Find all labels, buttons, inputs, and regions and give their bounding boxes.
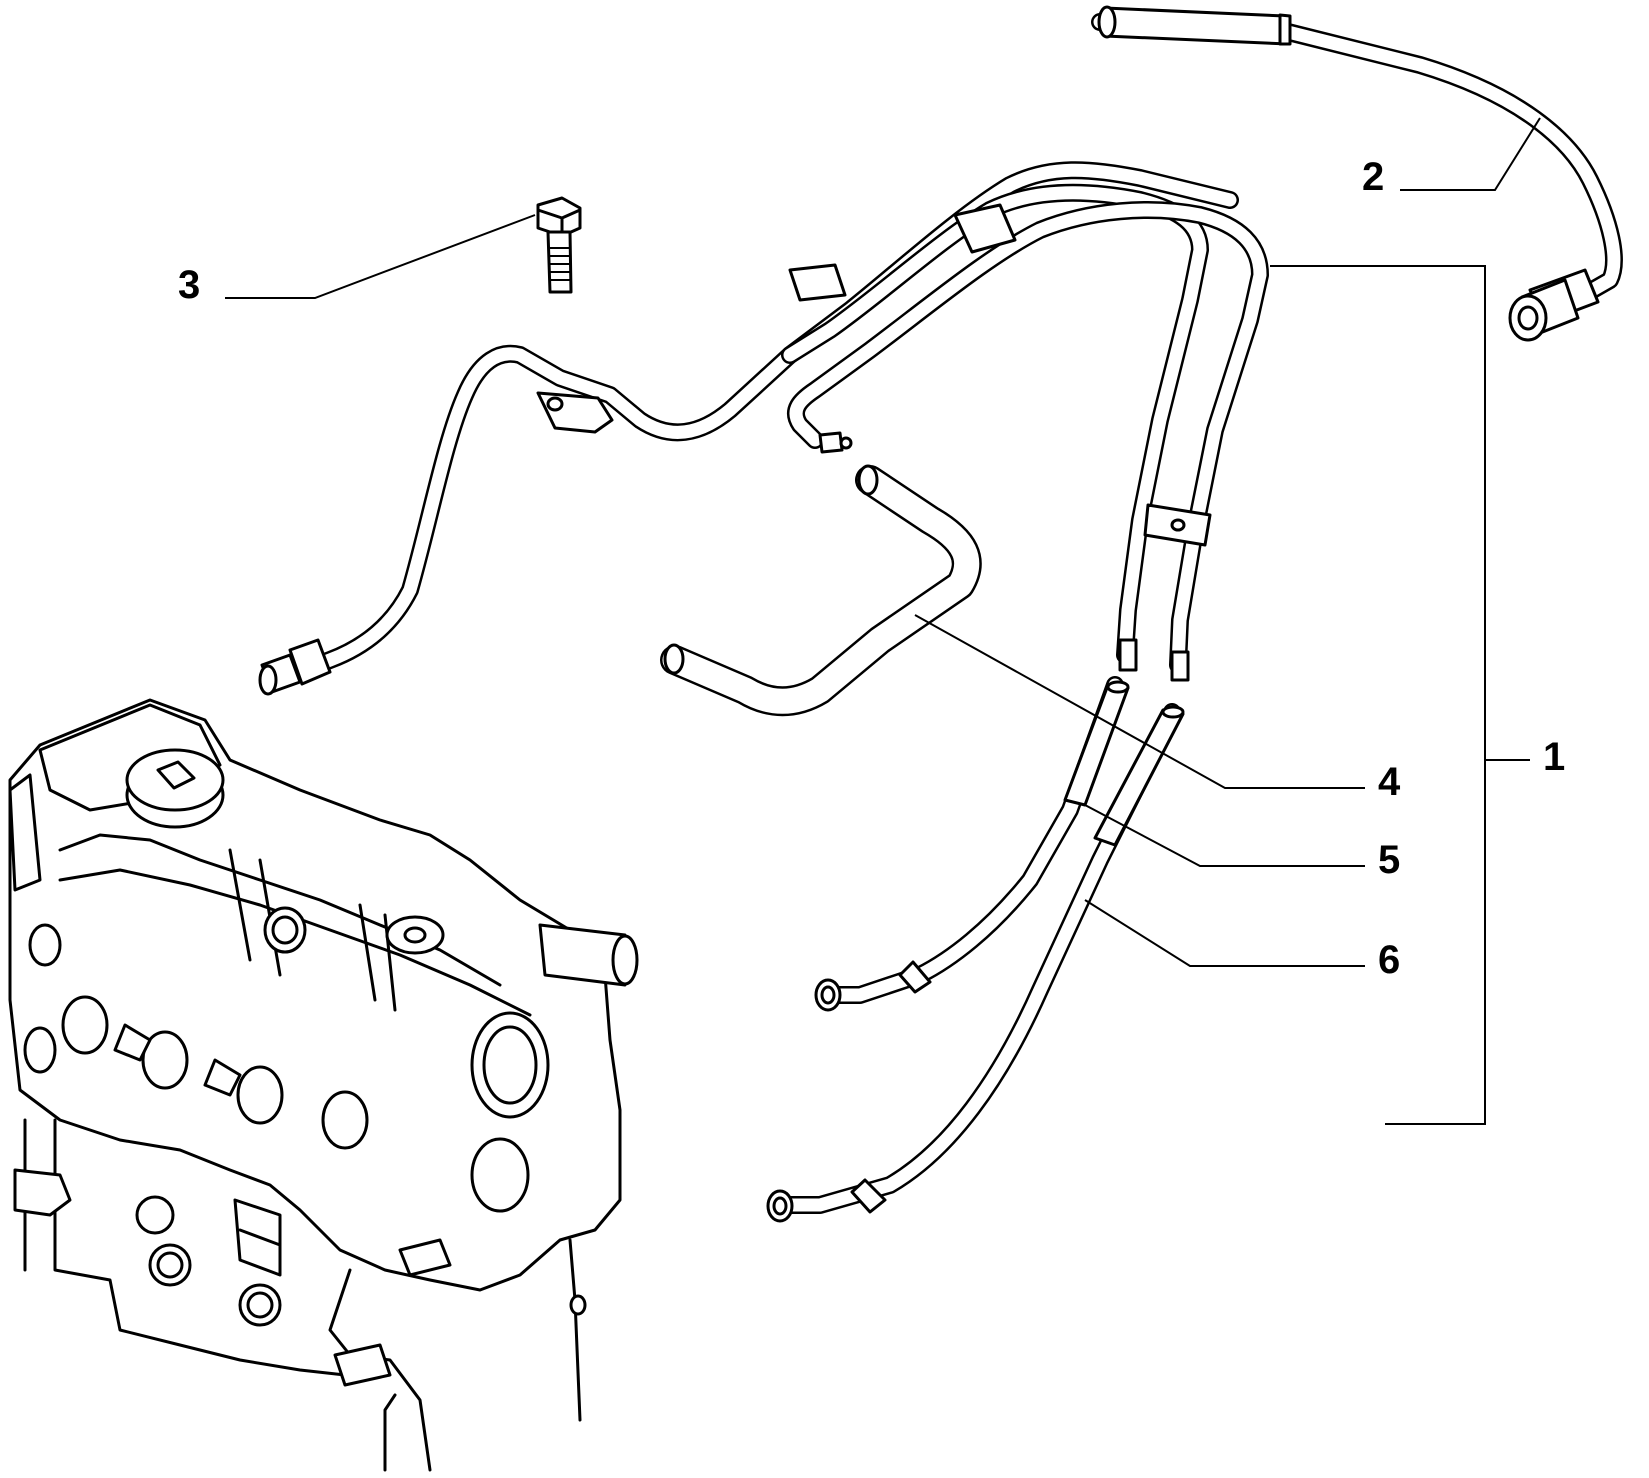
engine-cylinder-head <box>8 698 639 1472</box>
hose-part-5 <box>814 676 1130 1012</box>
hose-part-6 <box>766 703 1185 1223</box>
hose-part-4 <box>660 464 982 717</box>
leader-1 <box>1270 265 1486 1125</box>
callout-4: 4 <box>1378 760 1401 804</box>
pipe-assembly-part-1 <box>258 161 1269 696</box>
leader-3 <box>225 214 536 299</box>
callout-1: 1 <box>1543 735 1565 779</box>
leader-4 <box>914 614 1365 789</box>
hose-part-2 <box>1091 5 1623 342</box>
callout-5: 5 <box>1378 838 1400 882</box>
callout-2: 2 <box>1362 155 1384 199</box>
callout-3: 3 <box>178 263 200 307</box>
leader-2 <box>1400 117 1541 191</box>
leader-5 <box>1084 804 1365 867</box>
callout-6: 6 <box>1378 938 1400 982</box>
leader-lines <box>225 117 1541 1125</box>
leader-6 <box>1084 899 1365 967</box>
bolt-part-3 <box>536 196 582 294</box>
